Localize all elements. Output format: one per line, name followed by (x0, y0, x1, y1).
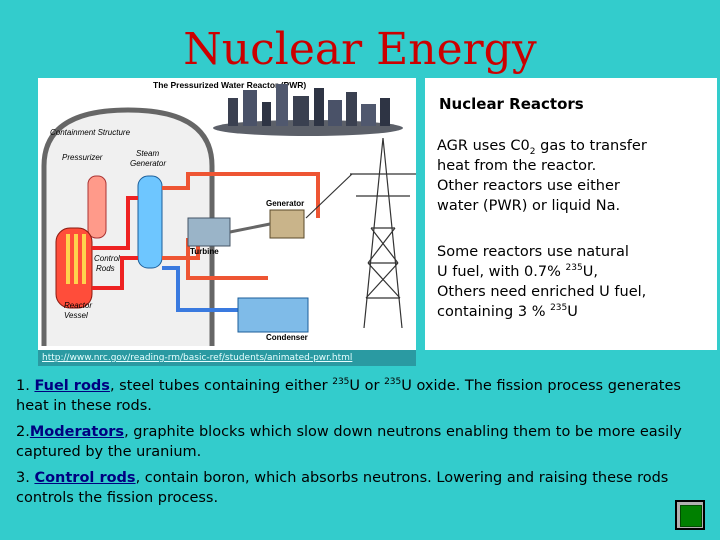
item-text: , steel tubes containing either (109, 378, 333, 394)
label-steam-1: Steam (136, 149, 159, 158)
body-text: 1. Fuel rods, steel tubes containing eit… (16, 376, 716, 514)
p1-line-3: Other reactors use either (437, 178, 620, 194)
p2-line-3: Others need enriched U fuel, (437, 284, 647, 300)
label-generator: Generator (266, 199, 304, 208)
list-item-moderators: 2.Moderators, graphite blocks which slow… (16, 422, 716, 462)
pwr-diagram: The Pressurized Water Reactor (PWR) Cont… (38, 78, 416, 350)
condenser-shape (237, 297, 309, 333)
p1-text-b: gas to transfer (535, 138, 647, 154)
turbine-shape (187, 217, 231, 247)
label-turbine: Turbine (190, 247, 219, 256)
item-number: 1. (16, 378, 35, 394)
info-panel: Nuclear Reactors AGR uses C02 gas to tra… (425, 78, 717, 350)
item-text: , contain boron, which absorbs neutrons.… (16, 470, 669, 506)
list-item-fuel-rods: 1. Fuel rods, steel tubes containing eit… (16, 376, 716, 416)
url-link[interactable]: http://www.nrc.gov/reading-rm/basic-ref/… (42, 353, 353, 363)
label-reactor-1: Reactor (64, 301, 92, 310)
steam-generator-shape (137, 175, 163, 269)
item-text: , graphite blocks which slow down neutro… (16, 424, 682, 460)
list-item-control-rods: 3. Control rods, contain boron, which ab… (16, 468, 716, 508)
control-rods-shape (66, 234, 70, 284)
label-control-1: Control (94, 254, 120, 263)
p2-line-4a: containing 3 % (437, 304, 551, 320)
p2-sup-2: 235 (550, 303, 568, 314)
label-pressurizer: Pressurizer (62, 153, 103, 162)
generator-shape (269, 209, 305, 239)
green-square-nav-icon (680, 505, 702, 527)
item-text: U or (349, 378, 385, 394)
slide-title: Nuclear Energy (183, 24, 537, 75)
item-sup: 235 (332, 377, 350, 388)
transmission-tower-icon (305, 137, 416, 329)
label-reactor-2: Vessel (64, 311, 88, 320)
item-number: 2. (16, 424, 30, 440)
p2-line-4b: U (567, 304, 578, 320)
label-steam-2: Generator (130, 159, 166, 168)
label-containment: Containment Structure (50, 128, 131, 137)
feedwater-loop (162, 266, 238, 312)
panel-heading: Nuclear Reactors (439, 95, 584, 113)
source-url[interactable]: http://www.nrc.gov/reading-rm/basic-ref/… (38, 350, 416, 366)
term-fuel-rods: Fuel rods (34, 378, 110, 394)
item-number: 3. (16, 470, 35, 486)
paragraph-agr: AGR uses C02 gas to transfer heat from t… (437, 136, 647, 216)
nav-button[interactable] (675, 500, 705, 530)
control-rods-shape-2 (74, 234, 78, 284)
label-control-2: Rods (96, 264, 115, 273)
p1-text-a: AGR uses C0 (437, 138, 530, 154)
pressurizer-shape (87, 175, 107, 239)
term-moderators: Moderators (29, 424, 125, 440)
p2-line-1: Some reactors use natural (437, 244, 629, 260)
term-control-rods: Control rods (34, 470, 136, 486)
diagram-title: The Pressurized Water Reactor (PWR) (153, 80, 306, 90)
item-sup: 235 (384, 377, 402, 388)
p2-sup-1: 235 (565, 263, 583, 274)
p1-subscript: 2 (529, 146, 536, 157)
city-skyline-icon (213, 84, 403, 136)
p2-line-2a: U fuel, with 0.7% (437, 264, 566, 280)
primary-loop (92, 196, 138, 290)
paragraph-fuel: Some reactors use natural U fuel, with 0… (437, 242, 646, 322)
p1-line-4: water (PWR) or liquid Na. (437, 198, 621, 214)
p1-line-2: heat from the reactor. (437, 158, 597, 174)
p2-line-2b: U, (582, 264, 598, 280)
item-text: U oxide. The fission process generates h… (16, 378, 681, 414)
shaft-line (229, 222, 271, 234)
label-condenser: Condenser (266, 333, 308, 342)
control-rods-shape-3 (82, 234, 86, 284)
